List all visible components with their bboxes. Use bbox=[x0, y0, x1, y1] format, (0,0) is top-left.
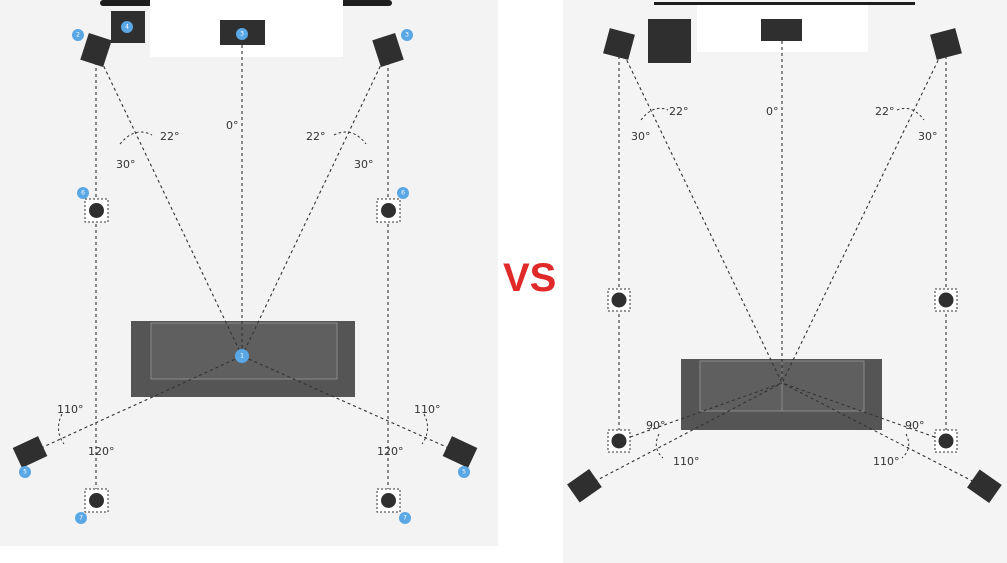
right-label-side-right: 90° bbox=[905, 419, 925, 432]
right-label-front-left-outer: 30° bbox=[631, 130, 651, 143]
svg-text:3: 3 bbox=[240, 31, 244, 38]
left-badge-surround-left: 5 bbox=[19, 466, 31, 478]
left-label-front-left-inner: 22° bbox=[160, 130, 180, 143]
left-badge-side-left: 6 bbox=[77, 187, 89, 199]
right-side-left-line bbox=[618, 382, 783, 442]
right-side-speaker-lower-left bbox=[607, 429, 631, 453]
right-label-rear-left: 110° bbox=[673, 455, 700, 468]
right-diagram: 0° 22° 30° 22° 30° 90° 110° 90° 110° bbox=[567, 2, 1002, 504]
right-side-speaker-upper-right bbox=[934, 288, 958, 312]
left-badge-surround-right: 5 bbox=[458, 466, 470, 478]
left-label-front-right-outer: 30° bbox=[354, 158, 374, 171]
right-front-left-line bbox=[618, 43, 783, 384]
left-diagram: 2 4 3 3 6 6 1 5 5 7 7 0° 22° 30° 22° 30°… bbox=[12, 0, 478, 524]
svg-text:1: 1 bbox=[240, 353, 244, 360]
right-front-right-speaker bbox=[930, 28, 962, 60]
right-arc-side-left bbox=[655, 433, 664, 459]
right-label-front-right-outer: 30° bbox=[918, 130, 938, 143]
left-rear-speaker-left bbox=[84, 488, 109, 513]
right-arc-side-right bbox=[901, 433, 910, 459]
svg-text:2: 2 bbox=[76, 32, 80, 39]
left-surround-left-line bbox=[29, 355, 243, 454]
right-layout-panel bbox=[563, 0, 1007, 563]
right-front-left-speaker bbox=[603, 28, 635, 60]
left-surround-right-line bbox=[241, 355, 461, 454]
left-label-front-left-outer: 30° bbox=[116, 158, 136, 171]
right-side-speaker-upper-left bbox=[607, 288, 631, 312]
right-arc-front-right bbox=[896, 107, 925, 121]
left-label-surround-left-inner: 110° bbox=[57, 403, 84, 416]
right-side-speaker-lower-right bbox=[934, 429, 958, 453]
left-rear-speaker-right bbox=[376, 488, 401, 513]
left-badge-side-right: 6 bbox=[397, 187, 409, 199]
right-tv-bar bbox=[654, 2, 915, 5]
left-badge-subwoofer: 4 bbox=[121, 21, 133, 33]
right-arc-front-left bbox=[640, 107, 669, 121]
left-arc-surround-right bbox=[421, 413, 428, 445]
right-side-right-line bbox=[781, 382, 947, 442]
left-label-surround-right-outer: 120° bbox=[377, 445, 404, 458]
right-rear-right-line bbox=[781, 382, 985, 488]
left-front-right-speaker bbox=[372, 32, 404, 68]
right-label-front-left-inner: 22° bbox=[669, 105, 689, 118]
left-badge-front-right: 3 bbox=[401, 29, 413, 41]
left-front-left-speaker bbox=[80, 32, 112, 68]
left-surround-right-speaker bbox=[442, 436, 478, 468]
svg-text:7: 7 bbox=[79, 515, 83, 522]
right-label-side-left: 90° bbox=[646, 419, 666, 432]
svg-text:7: 7 bbox=[403, 515, 407, 522]
svg-text:3: 3 bbox=[405, 32, 409, 39]
svg-text:6: 6 bbox=[81, 190, 85, 197]
left-side-speaker-upper-left bbox=[84, 198, 109, 223]
right-label-center-angle: 0° bbox=[766, 105, 779, 118]
svg-text:4: 4 bbox=[125, 24, 129, 31]
right-center-speaker bbox=[761, 19, 802, 41]
right-rear-left-line bbox=[583, 382, 783, 488]
left-badge-rear-left: 7 bbox=[75, 512, 87, 524]
left-arc-surround-left bbox=[58, 413, 65, 445]
vs-label: VS bbox=[503, 256, 556, 300]
right-subwoofer bbox=[648, 19, 691, 63]
svg-text:5: 5 bbox=[462, 469, 466, 476]
left-badge-rear-right: 7 bbox=[399, 512, 411, 524]
right-label-front-right-inner: 22° bbox=[875, 105, 895, 118]
left-arc-front-right bbox=[333, 131, 367, 145]
right-rear-left-speaker bbox=[567, 468, 602, 503]
left-badge-front-left: 2 bbox=[72, 29, 84, 41]
left-label-center-angle: 0° bbox=[226, 119, 239, 132]
left-layout-panel bbox=[0, 0, 498, 546]
left-front-left-line bbox=[95, 49, 243, 357]
left-label-surround-left-outer: 120° bbox=[88, 445, 115, 458]
left-label-front-right-inner: 22° bbox=[306, 130, 326, 143]
left-side-speaker-upper-right bbox=[376, 198, 401, 223]
left-badge-center: 3 bbox=[236, 28, 248, 40]
left-label-surround-right-inner: 110° bbox=[414, 403, 441, 416]
svg-text:6: 6 bbox=[401, 190, 405, 197]
right-label-rear-right: 110° bbox=[873, 455, 900, 468]
left-surround-left-speaker bbox=[12, 436, 48, 468]
left-badge-listener: 1 bbox=[235, 349, 249, 363]
right-front-right-line bbox=[781, 43, 947, 384]
right-rear-right-speaker bbox=[967, 469, 1002, 504]
left-front-right-line bbox=[241, 49, 389, 357]
svg-text:5: 5 bbox=[23, 469, 27, 476]
